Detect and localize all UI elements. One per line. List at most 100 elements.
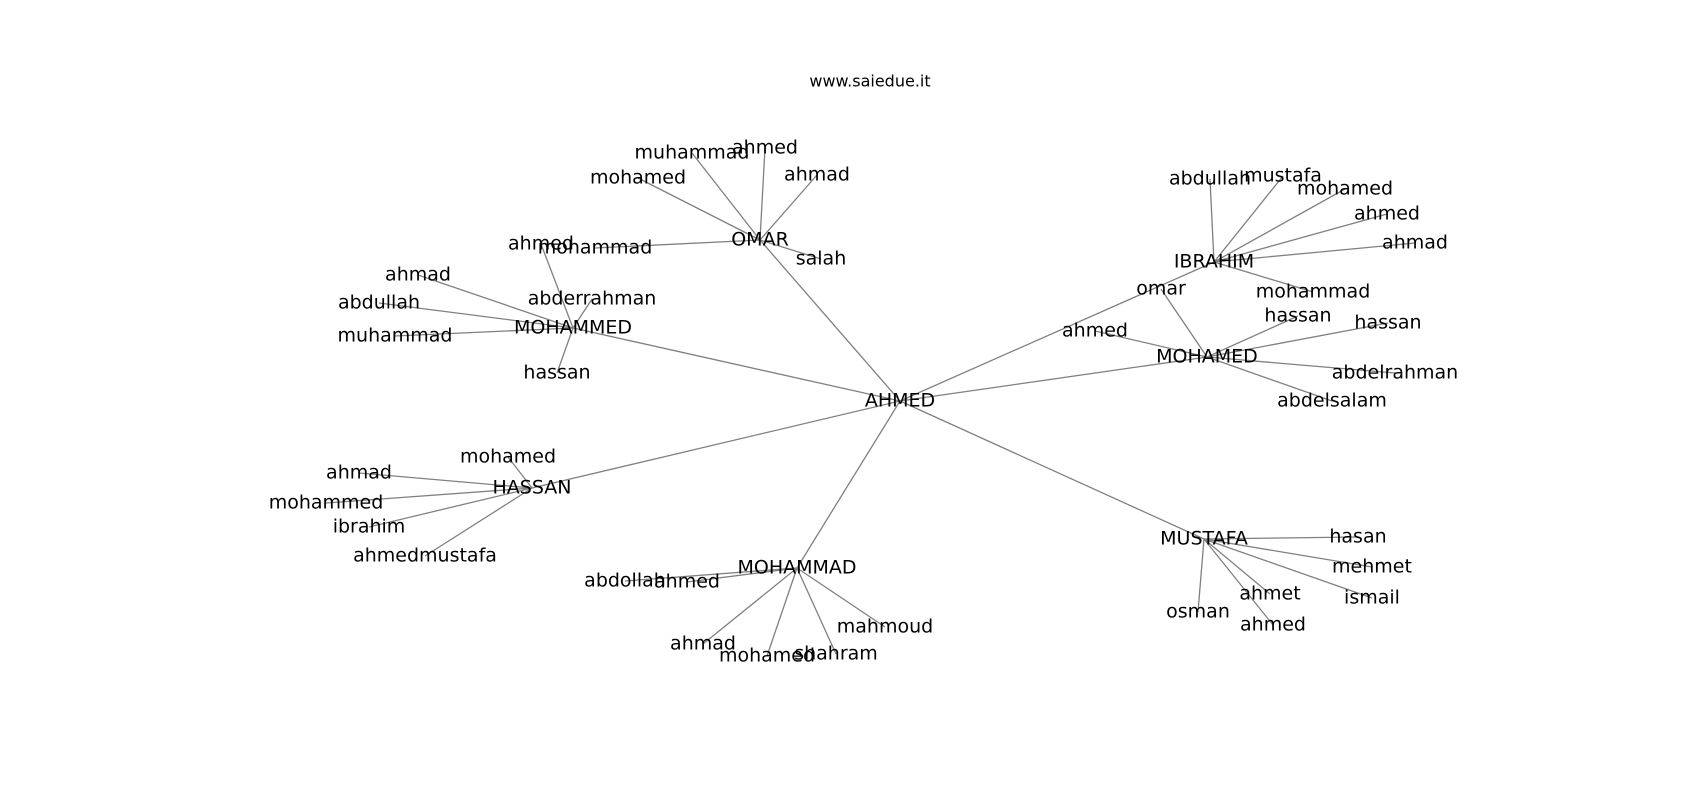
edge-root-mohamed bbox=[899, 356, 1208, 402]
leaf-ibrahim-3: ahmed bbox=[1354, 203, 1420, 225]
leaf-mohammed-0: ahmed bbox=[508, 233, 574, 255]
edge-mohamed-0 bbox=[1160, 288, 1208, 358]
leaf-omar-5: salah bbox=[796, 248, 847, 270]
edge-root-mohammed bbox=[572, 327, 901, 402]
edge-hassan-1 bbox=[358, 472, 533, 489]
edge-mustafa-1 bbox=[1203, 538, 1373, 568]
edge-mohamed-1 bbox=[1094, 330, 1208, 358]
edge-mohamed-3 bbox=[1206, 322, 1389, 358]
edge-mohammed-0 bbox=[540, 243, 574, 329]
edge-omar-2 bbox=[759, 174, 818, 241]
node-mohammad: MOHAMMAD bbox=[737, 557, 856, 579]
leaf-mustafa-1: mehmet bbox=[1332, 556, 1412, 578]
edge-mohamed-2 bbox=[1206, 315, 1299, 358]
leaf-omar-0: muhammad bbox=[635, 142, 750, 164]
edge-mohamed-5 bbox=[1206, 356, 1333, 402]
leaf-omar-4: mohammad bbox=[538, 237, 653, 259]
node-mohammed: MOHAMMED bbox=[514, 317, 632, 339]
edge-mustafa-4 bbox=[1203, 538, 1274, 626]
leaf-mustafa-0: hasan bbox=[1329, 526, 1386, 548]
leaf-mohamed-5: abdelsalam bbox=[1277, 390, 1387, 412]
leaf-omar-3: mohamed bbox=[590, 167, 686, 189]
leaf-mohammed-1: ahmad bbox=[385, 264, 451, 286]
leaf-mohamed-2: hassan bbox=[1264, 305, 1331, 327]
leaf-mohammad-0: abdollah bbox=[584, 570, 666, 592]
leaf-hassan-2: mohammed bbox=[269, 492, 384, 514]
edge-omar-5 bbox=[759, 239, 822, 260]
leaf-hassan-0: mohamed bbox=[460, 446, 556, 468]
edge-mohamed-4 bbox=[1206, 356, 1396, 374]
leaf-mustafa-3: ahmet bbox=[1239, 583, 1300, 605]
edge-mohammed-1 bbox=[417, 274, 574, 329]
node-mohamed: MOHAMED bbox=[1156, 346, 1258, 368]
leaf-mohammed-3: abdullah bbox=[338, 292, 420, 314]
leaf-mohammed-4: muhammad bbox=[338, 325, 453, 347]
edge-hassan-3 bbox=[368, 487, 533, 528]
edge-ibrahim-3 bbox=[1213, 213, 1388, 263]
edge-mohammed-4 bbox=[394, 327, 574, 337]
leaf-ibrahim-5: mohammad bbox=[1256, 281, 1371, 303]
edge-mohammad-3 bbox=[766, 567, 798, 657]
leaf-mohamed-3: hassan bbox=[1354, 312, 1421, 334]
edge-mustafa-3 bbox=[1203, 538, 1271, 595]
edge-mustafa-0 bbox=[1203, 536, 1359, 540]
node-hassan: HASSAN bbox=[493, 477, 572, 499]
node-root: AHMED bbox=[865, 390, 935, 412]
leaf-hassan-3: ibrahim bbox=[333, 516, 406, 538]
site-title: www.saiedue.it bbox=[809, 72, 930, 91]
node-mustafa: MUSTAFA bbox=[1160, 528, 1248, 550]
leaf-mohammed-5: hassan bbox=[523, 362, 590, 384]
edge-mohammed-3 bbox=[378, 302, 574, 329]
edge-ibrahim-5 bbox=[1213, 261, 1314, 293]
leaf-mustafa-5: osman bbox=[1166, 601, 1230, 623]
edge-omar-1 bbox=[759, 147, 766, 241]
edge-root-ibrahim bbox=[899, 261, 1215, 402]
leaf-mustafa-2: ismail bbox=[1344, 587, 1400, 609]
edge-mustafa-5 bbox=[1197, 538, 1205, 613]
edge-ibrahim-4 bbox=[1213, 242, 1416, 263]
edge-mohammad-5 bbox=[796, 567, 886, 628]
leaf-ibrahim-0: abdullah bbox=[1169, 168, 1251, 190]
leaf-mohammed-2: abderrahman bbox=[528, 288, 657, 310]
leaf-mohamed-1: ahmed bbox=[1062, 320, 1128, 342]
leaf-ibrahim-1: mustafa bbox=[1244, 165, 1322, 187]
labels-layer: AHMEDOMARmuhammadahmedahmadmohamedmohamm… bbox=[269, 137, 1459, 667]
leaf-ibrahim-2: mohamed bbox=[1297, 178, 1393, 200]
node-omar: OMAR bbox=[731, 229, 789, 251]
edge-omar-4 bbox=[594, 239, 761, 249]
leaf-mohammad-3: mohamed bbox=[719, 645, 815, 667]
leaf-mohamed-0: omar bbox=[1136, 278, 1186, 300]
edge-ibrahim-0 bbox=[1209, 178, 1215, 263]
edge-omar-3 bbox=[637, 177, 761, 241]
node-ibrahim: IBRAHIM bbox=[1174, 251, 1254, 273]
leaf-omar-2: ahmad bbox=[784, 164, 850, 186]
leaf-mohamed-4: abdelrahman bbox=[1332, 362, 1458, 384]
edge-mustafa-2 bbox=[1203, 538, 1373, 599]
edge-root-hassan bbox=[531, 400, 901, 489]
leaf-hassan-4: ahmedmustafa bbox=[353, 545, 497, 567]
edge-ibrahim-2 bbox=[1213, 188, 1346, 263]
edge-root-omar bbox=[759, 239, 901, 402]
edge-omar-0 bbox=[691, 152, 761, 241]
edge-hassan-2 bbox=[325, 487, 533, 504]
leaf-omar-1: ahmed bbox=[732, 137, 798, 159]
edge-root-mustafa bbox=[899, 400, 1205, 540]
edge-hassan-0 bbox=[507, 456, 533, 489]
edge-mohammed-2 bbox=[572, 298, 593, 329]
leaf-hassan-1: ahmad bbox=[326, 462, 392, 484]
leaf-mohammad-2: ahmad bbox=[670, 633, 736, 655]
edge-mohammad-2 bbox=[702, 567, 798, 645]
edge-mohammed-5 bbox=[556, 327, 574, 374]
edge-hassan-4 bbox=[424, 487, 533, 557]
leaf-mohammad-4: shahram bbox=[794, 643, 878, 665]
leaf-mohammad-1: ahmed bbox=[654, 571, 720, 593]
edge-mohammad-4 bbox=[796, 567, 837, 655]
leaf-mustafa-4: ahmed bbox=[1240, 614, 1306, 636]
edge-ibrahim-1 bbox=[1213, 175, 1284, 263]
leaf-mohammad-5: mahmoud bbox=[837, 616, 933, 638]
edges-layer bbox=[325, 147, 1416, 657]
edge-root-mohammad bbox=[796, 400, 901, 569]
leaf-ibrahim-4: ahmad bbox=[1382, 232, 1448, 254]
edge-mohammad-1 bbox=[686, 567, 798, 583]
